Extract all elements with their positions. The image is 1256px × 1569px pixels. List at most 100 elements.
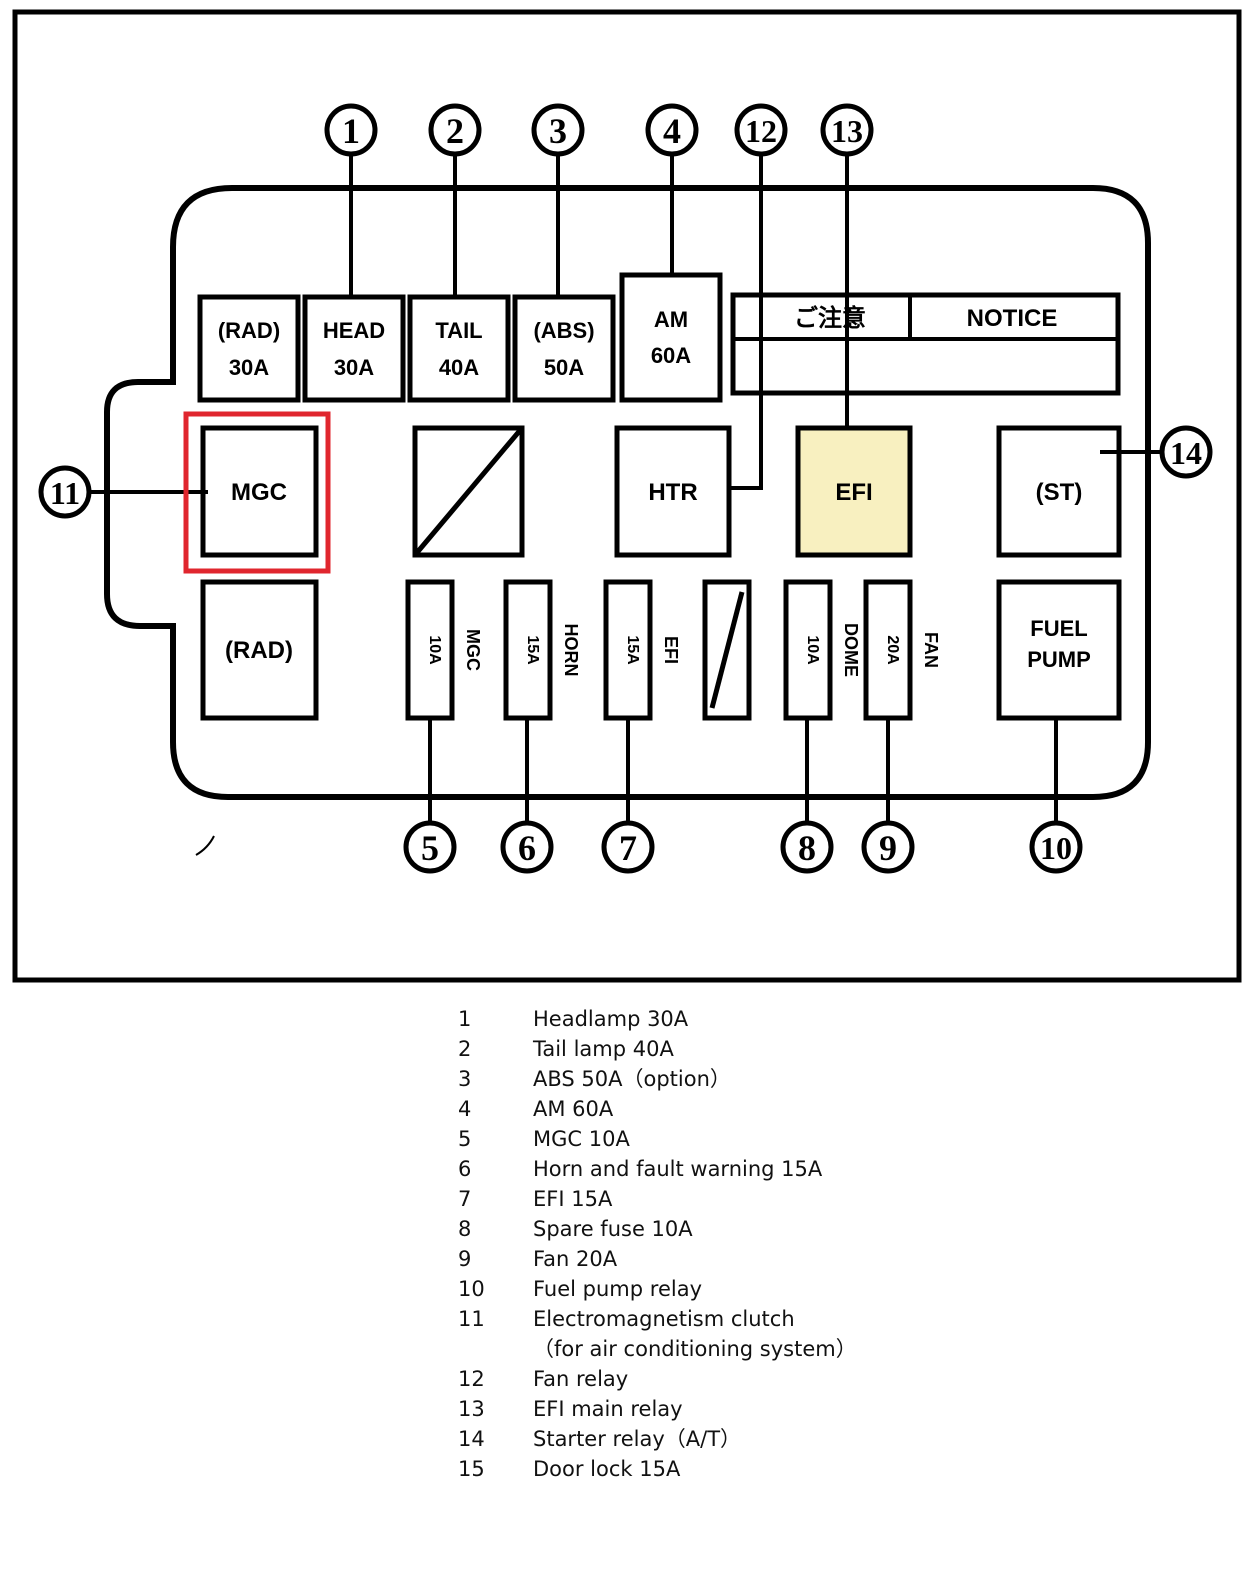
fuse-box-diagram: (RAD) 30A HEAD 30A TAIL 40A (ABS) 50A AM… <box>12 9 1242 983</box>
legend-number: 13 <box>458 1397 485 1421</box>
mini-fuse-6[interactable]: 15A HORN <box>503 579 581 721</box>
legend-item: 12 Fan relay <box>458 1364 1018 1394</box>
relay-fuel-pump[interactable]: FUEL PUMP <box>996 579 1122 721</box>
fuse-rad-30a[interactable]: (RAD) 30A <box>197 294 301 403</box>
legend-text: Headlamp 30A <box>533 1007 689 1031</box>
legend-number: 11 <box>458 1307 485 1331</box>
mini-fuse-8[interactable]: 10A DOME <box>783 579 861 721</box>
legend-text: Fan 20A <box>533 1247 618 1271</box>
fuse-rating: 40A <box>439 355 479 380</box>
callout-12: 12 <box>734 103 788 157</box>
callout-6: 6 <box>500 820 554 874</box>
legend-item: 6 Horn and fault warning 15A <box>458 1154 1018 1184</box>
mini-fuse-9[interactable]: 20A FAN <box>863 579 941 721</box>
legend-number: 15 <box>458 1457 485 1481</box>
relay-label: (RAD) <box>225 637 293 664</box>
callout-11: 11 <box>38 465 92 519</box>
callout-1: 1 <box>324 103 378 157</box>
svg-text:5: 5 <box>421 828 439 868</box>
legend-text: ABS 50A（option） <box>533 1067 731 1091</box>
relay-label: HTR <box>648 479 697 506</box>
outer-frame <box>12 9 1242 983</box>
selection-highlight-box <box>183 411 331 574</box>
relay-st[interactable]: (ST) <box>996 425 1122 558</box>
fuse-name: HORN <box>561 624 581 677</box>
fuse-tail-40a[interactable]: TAIL 40A <box>407 294 511 403</box>
legend-number: 4 <box>458 1097 472 1121</box>
legend-number: 6 <box>458 1157 472 1181</box>
legend-text: Door lock 15A <box>533 1457 681 1481</box>
fuse-rating: 20A <box>884 635 901 665</box>
legend-text: Tail lamp 40A <box>533 1037 674 1061</box>
fuse-name: FAN <box>921 632 941 668</box>
legend-number: 7 <box>458 1187 472 1211</box>
fuse-name: DOME <box>841 623 861 677</box>
legend-text: EFI main relay <box>533 1397 683 1421</box>
fuse-name: HEAD <box>323 318 385 343</box>
svg-text:9: 9 <box>879 828 897 868</box>
relay-label-line1: FUEL <box>1030 616 1087 641</box>
relay-label: MGC <box>231 479 287 506</box>
fuse-rating: 50A <box>544 355 584 380</box>
svg-text:1: 1 <box>342 111 360 151</box>
svg-text:7: 7 <box>619 828 637 868</box>
callout-10: 10 <box>1029 820 1083 874</box>
legend-text: Horn and fault warning 15A <box>533 1157 823 1181</box>
callout-5: 5 <box>403 820 457 874</box>
legend-number: 9 <box>458 1247 472 1271</box>
legend-item: 13 EFI main relay <box>458 1394 1018 1424</box>
fuse-name: (ABS) <box>533 318 594 343</box>
notice-panel: ご注意 NOTICE <box>730 292 1121 396</box>
legend-item: 9 Fan 20A <box>458 1244 1018 1274</box>
svg-text:4: 4 <box>663 111 681 151</box>
legend-item: 11 Electromagnetism clutch （for air condi… <box>458 1304 1018 1364</box>
fuse-name: EFI <box>661 636 681 664</box>
relay-label: (ST) <box>1036 479 1083 506</box>
relay-efi[interactable]: EFI <box>795 425 913 558</box>
callout-8: 8 <box>780 820 834 874</box>
top-fuse-row: (RAD) 30A HEAD 30A TAIL 40A (ABS) 50A AM… <box>197 272 723 403</box>
relay-blank <box>412 425 525 558</box>
svg-text:8: 8 <box>798 828 816 868</box>
callout-7: 7 <box>601 820 655 874</box>
legend-number: 12 <box>458 1367 485 1391</box>
svg-text:10: 10 <box>1040 830 1072 866</box>
legend-item: 15 Door lock 15A <box>458 1454 1018 1484</box>
relay-rad[interactable]: (RAD) <box>200 579 319 721</box>
legend-item: 3 ABS 50A（option） <box>458 1064 1018 1094</box>
legend-number: 8 <box>458 1217 472 1241</box>
relay-htr[interactable]: HTR <box>614 425 732 558</box>
fuse-abs-50a[interactable]: (ABS) 50A <box>512 294 616 403</box>
fuse-am-60a[interactable]: AM 60A <box>619 272 723 403</box>
callout-9: 9 <box>861 820 915 874</box>
mini-fuse-7[interactable]: 15A EFI <box>603 579 681 721</box>
relay-label-line2: PUMP <box>1027 647 1091 672</box>
svg-text:2: 2 <box>446 111 464 151</box>
legend-text: Fuel pump relay <box>533 1277 702 1301</box>
fuse-rating: 10A <box>426 635 443 665</box>
legend-text: Starter relay（A/T） <box>533 1427 742 1451</box>
relay-label: EFI <box>835 479 872 506</box>
svg-text:6: 6 <box>518 828 536 868</box>
fuse-box-outline <box>104 185 1151 800</box>
legend-number: 14 <box>458 1427 485 1451</box>
legend-text: Electromagnetism clutch （for air conditi… <box>533 1307 857 1361</box>
legend-text: Fan relay <box>533 1367 629 1391</box>
fuse-head-30a[interactable]: HEAD 30A <box>302 294 406 403</box>
legend-number: 3 <box>458 1067 472 1091</box>
fuse-rating: 15A <box>524 635 541 665</box>
fuse-rating: 30A <box>334 355 374 380</box>
relay-mgc[interactable]: MGC <box>200 425 319 558</box>
callout-2: 2 <box>428 103 482 157</box>
fuse-name: MGC <box>463 629 483 671</box>
mini-fuse-5[interactable]: 10A MGC <box>405 579 483 721</box>
scan-mark <box>195 835 215 856</box>
svg-text:12: 12 <box>745 113 777 149</box>
